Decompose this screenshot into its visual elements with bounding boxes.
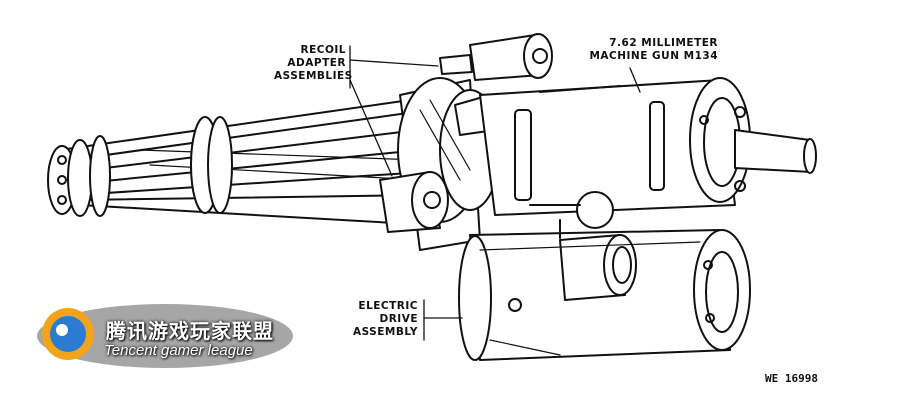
recoil-adapter-lower <box>379 171 449 233</box>
watermark-logo <box>37 304 293 368</box>
watermark-chinese-text: 腾讯游戏玩家联盟 <box>106 319 274 343</box>
watermark-english-text: Tencent gamer league <box>104 342 253 359</box>
recoil-adapter-label: RECOIL ADAPTER ASSEMBLIES <box>274 44 353 82</box>
figure-code: WE 16998 <box>765 372 818 385</box>
barrel-cluster <box>47 99 431 226</box>
gun-body <box>479 77 817 216</box>
electric-drive <box>458 229 751 361</box>
electric-drive-label: ELECTRIC DRIVE ASSEMBLY <box>352 300 418 338</box>
machine-gun-label: 7.62 MILLIMETER MACHINE GUN M134 <box>589 37 718 62</box>
recoil-adapter-upper <box>439 33 553 81</box>
linkage <box>529 191 614 239</box>
leader-lines <box>349 45 641 341</box>
